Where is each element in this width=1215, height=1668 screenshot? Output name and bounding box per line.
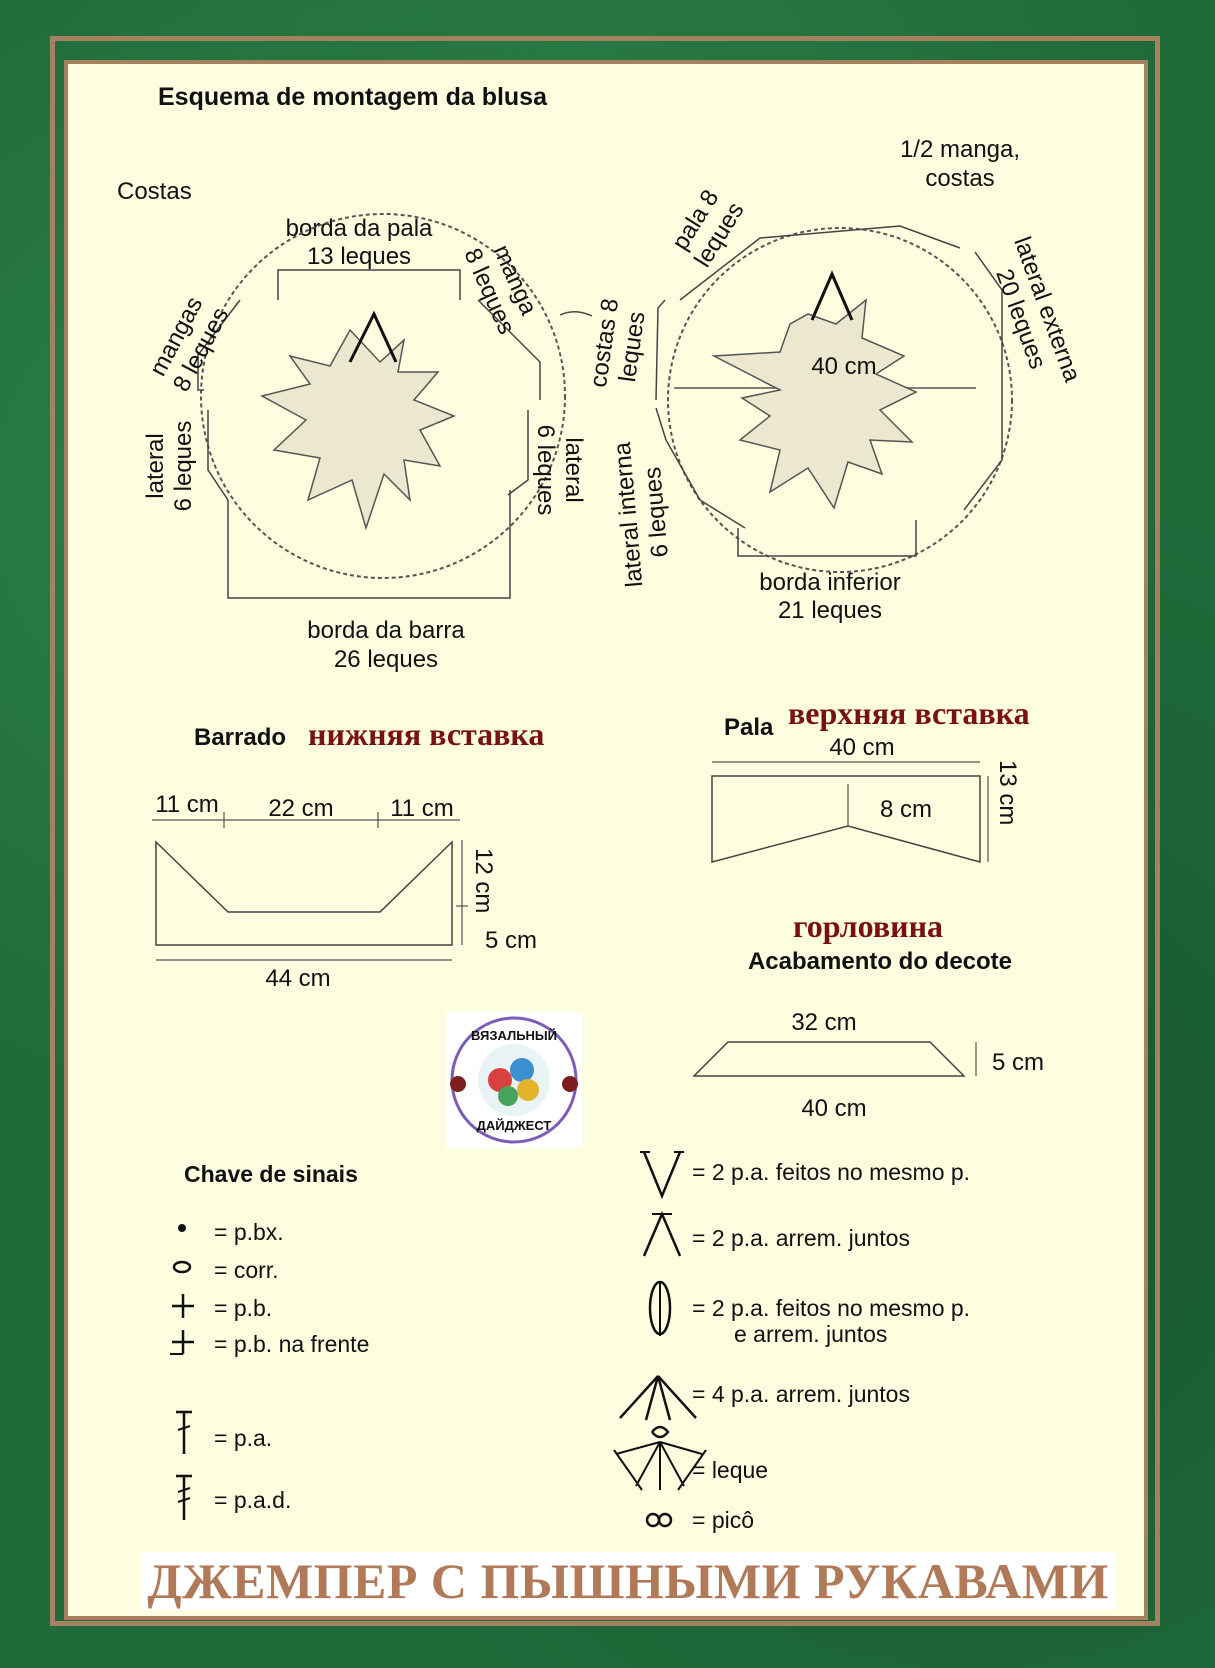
decote-top: 32 cm bbox=[791, 1009, 856, 1036]
barrado-label-ru: нижняя вставка bbox=[308, 716, 544, 752]
front-plus-icon bbox=[170, 1330, 194, 1355]
legend-right-2: = 2 p.a. feitos no mesmo p. bbox=[692, 1295, 970, 1321]
decote-bottom: 40 cm bbox=[801, 1095, 866, 1122]
back-piece bbox=[197, 213, 566, 599]
diagram-title: Esquema de montagem da blusa bbox=[158, 83, 548, 111]
legend-right-6: = picô bbox=[692, 1507, 754, 1533]
legend-right-1: = 2 p.a. arrem. juntos bbox=[692, 1225, 910, 1251]
back-top-edge-1: borda da pala bbox=[286, 215, 433, 242]
back-label: Costas bbox=[117, 178, 192, 205]
decote-piece bbox=[692, 1041, 977, 1077]
pala-inner: 8 cm bbox=[880, 796, 932, 823]
legend-left-2: = p.b. bbox=[214, 1295, 272, 1321]
barrado-seg2: 22 cm bbox=[268, 795, 333, 822]
barrado-piece bbox=[152, 812, 468, 961]
barrado-seg1: 11 cm bbox=[155, 791, 219, 818]
legend-right-0: = 2 p.a. feitos no mesmo p. bbox=[692, 1159, 970, 1185]
back-top-edge-2: 13 leques bbox=[307, 243, 411, 270]
barrado-seg3: 11 cm bbox=[390, 795, 454, 822]
legend-left-1: = corr. bbox=[214, 1257, 279, 1283]
a-stitch-icon bbox=[642, 1210, 682, 1257]
footer-title: ДЖЕМПЕР С ПЫШНЫМИ РУКАВАМИ bbox=[140, 1552, 1116, 1610]
sleeve-label-1: 1/2 manga, bbox=[900, 136, 1020, 163]
legend-left-3: = p.b. na frente bbox=[214, 1331, 369, 1357]
dot-icon bbox=[178, 1224, 186, 1232]
legend-left-5: = p.a.d. bbox=[214, 1487, 291, 1513]
decote-label-ru: горловина bbox=[793, 908, 943, 944]
pala-piece bbox=[711, 761, 989, 863]
leque-icon bbox=[613, 1425, 707, 1491]
barrado-width: 44 cm bbox=[265, 965, 330, 992]
sleeve-label-2: costas bbox=[925, 165, 994, 192]
legend-left-4: = p.a. bbox=[214, 1425, 272, 1451]
sleeve-bottom-edge-1: borda inferior bbox=[759, 569, 900, 596]
pala-label: Pala bbox=[724, 714, 774, 741]
back-lateral-left-1: lateral bbox=[142, 433, 169, 498]
back-lateral-left-2: 6 leques bbox=[170, 421, 197, 512]
pala-width: 40 cm bbox=[829, 734, 894, 761]
sleeve-width: 40 cm bbox=[811, 353, 876, 380]
barrado-inner: 5 cm bbox=[485, 927, 537, 954]
legend-title: Chave de sinais bbox=[184, 1161, 358, 1187]
back-bottom-edge-2: 26 leques bbox=[334, 646, 438, 673]
legend-right-5: = leque bbox=[692, 1457, 768, 1483]
back-bottom-edge-1: borda da barra bbox=[307, 617, 465, 644]
outer-frame bbox=[50, 36, 1160, 1626]
pala-label-ru: верхняя вставка bbox=[788, 695, 1030, 731]
plus-icon bbox=[172, 1294, 194, 1318]
legend-right-3: e arrem. juntos bbox=[734, 1321, 887, 1347]
digest-logo: ВЯЗАЛЬНЫЙ ДАЙДЖЕСТ bbox=[446, 1012, 582, 1148]
legend-right-4: = 4 p.a. arrem. juntos bbox=[692, 1381, 910, 1407]
barrado-height: 12 cm bbox=[470, 848, 497, 913]
logo-top-text: ВЯЗАЛЬНЫЙ bbox=[471, 1028, 557, 1043]
diagram-sheet bbox=[64, 60, 1148, 1620]
back-lateral-right-1: lateral bbox=[560, 437, 587, 502]
decote-label: Acabamento do decote bbox=[748, 948, 1012, 975]
cluster-icon bbox=[648, 1280, 672, 1336]
oval-icon bbox=[172, 1260, 192, 1274]
pala-height: 13 cm bbox=[994, 760, 1021, 825]
double-tall-stitch-icon bbox=[176, 1474, 192, 1520]
logo-bottom-text: ДАЙДЖЕСТ bbox=[477, 1118, 552, 1133]
sleeve-piece bbox=[655, 225, 1013, 573]
barrado-label: Barrado bbox=[194, 724, 286, 751]
sleeve-bottom-edge-2: 21 leques bbox=[778, 597, 882, 624]
back-lateral-right-2: 6 leques bbox=[532, 425, 559, 516]
v-stitch-icon bbox=[640, 1151, 684, 1200]
decote-height: 5 cm bbox=[992, 1049, 1044, 1076]
fan-four-icon bbox=[619, 1375, 697, 1421]
tall-stitch-icon bbox=[176, 1410, 192, 1454]
legend-left-0: = p.bx. bbox=[214, 1219, 284, 1245]
pico-icon bbox=[645, 1512, 673, 1528]
